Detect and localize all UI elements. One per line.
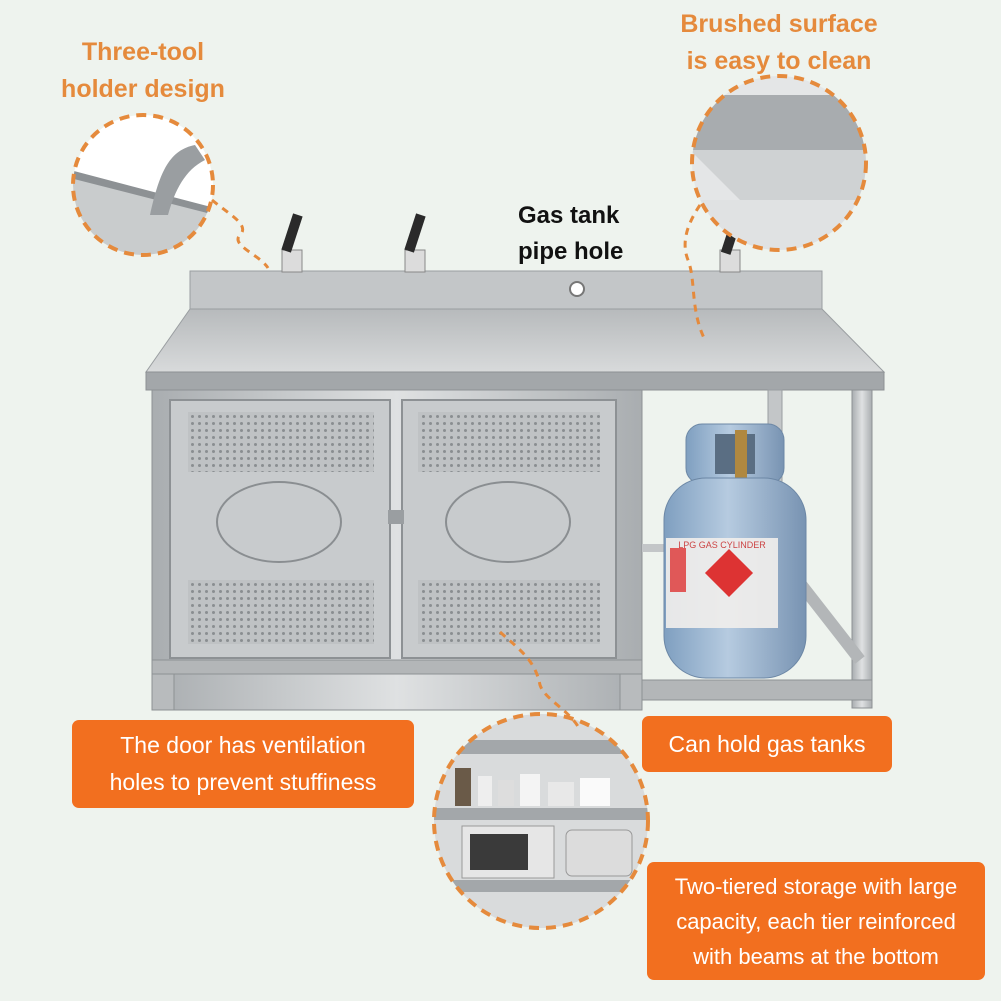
badge-storage-line1: Two-tiered storage with large [674, 873, 958, 899]
callout-brushed-line1: Brushed surface [680, 10, 878, 38]
badge-storage: Two-tiered storage with large capacity, … [647, 862, 985, 980]
zoom-storage [432, 712, 650, 930]
callout-tool-holder-line2: holder design [61, 75, 225, 103]
pipe-hole [569, 281, 585, 297]
badge-gas-tanks: Can hold gas tanks [642, 716, 892, 772]
callout-pipe-hole-line1: Gas tank [518, 202, 620, 229]
callout-brushed-surface: Brushed surface is easy to clean [668, 6, 890, 80]
countertop [145, 270, 886, 391]
badge-storage-line2: capacity, each tier reinforced [676, 908, 956, 934]
knife-holders [281, 213, 741, 273]
badge-door-line1: The door has ventilation [120, 732, 366, 758]
cabinet-body [151, 389, 643, 711]
badge-door-line2: holes to prevent stuffiness [109, 769, 377, 795]
zoom-tool-holder [71, 113, 215, 257]
zoom-brushed-surface [690, 74, 868, 252]
callout-pipe-hole-line2: pipe hole [518, 238, 624, 265]
gas-tank: LPG GAS CYLINDER [663, 423, 807, 679]
badge-door-ventilation: The door has ventilation holes to preven… [72, 720, 414, 808]
connector-lines [211, 198, 707, 731]
tank-label: LPG GAS CYLINDER [678, 540, 766, 550]
callout-pipe-hole: Gas tank pipe hole [518, 198, 623, 270]
callout-tool-holder: Three-tool holder design [50, 34, 236, 108]
callout-brushed-line2: is easy to clean [686, 47, 872, 75]
callout-tool-holder-line1: Three-tool [81, 38, 205, 66]
badge-gas-tanks-line1: Can hold gas tanks [668, 730, 866, 757]
badge-storage-line3: with beams at the bottom [693, 943, 939, 969]
